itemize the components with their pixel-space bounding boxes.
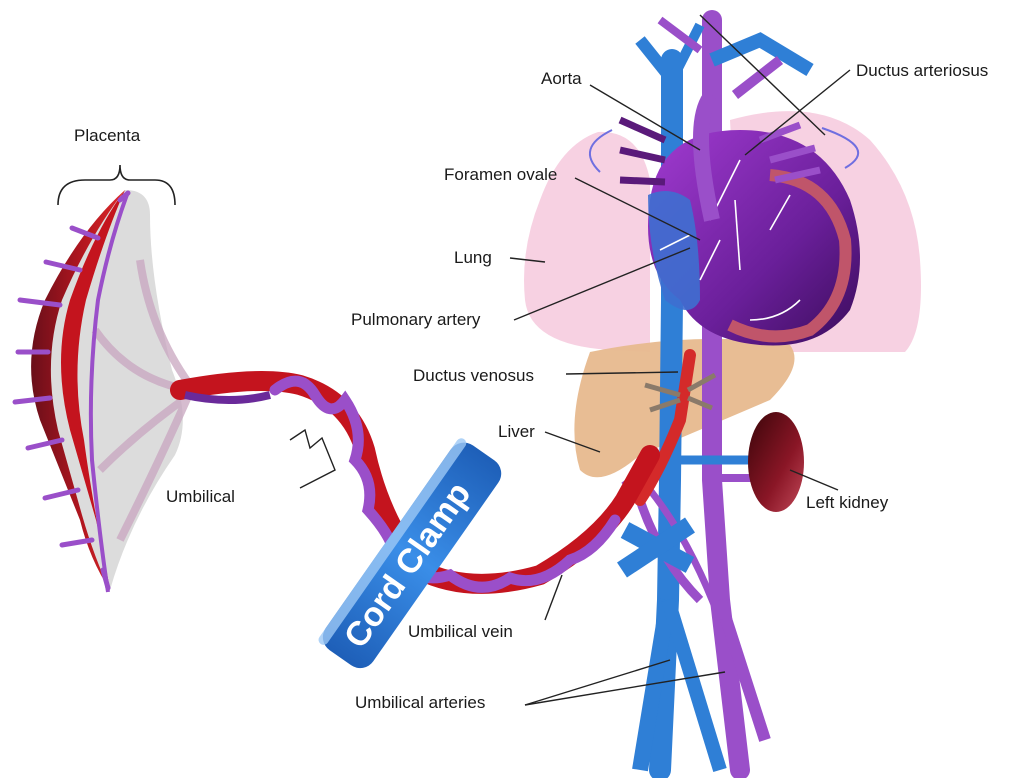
umbilical-cord-purple-base (185, 395, 270, 400)
placenta-disc (31, 190, 183, 590)
upper-vessel-branch-5 (735, 60, 780, 95)
umbilical-bracket (290, 430, 335, 488)
aorta-label: Aorta (541, 69, 582, 88)
left-kidney-label: Left kidney (806, 493, 889, 512)
umbilical-label: Umbilical (166, 487, 235, 506)
left-kidney-shape (748, 412, 804, 512)
umbilical-vein-label: Umbilical vein (408, 622, 513, 641)
umbilical-arteries-label: Umbilical arteries (355, 693, 485, 712)
pulmonary-artery-label: Pulmonary artery (351, 310, 481, 329)
liver-label: Liver (498, 422, 535, 441)
ductus-venosus-label: Ductus venosus (413, 366, 534, 385)
foramen-ovale-label: Foramen ovale (444, 165, 557, 184)
iliac-vein-right (668, 600, 720, 770)
lung-label: Lung (454, 248, 492, 267)
placenta-label: Placenta (74, 126, 141, 145)
upper-vessel-branch-3 (712, 40, 810, 70)
ductus-arteriosus-label: Ductus arteriosus (856, 61, 988, 80)
